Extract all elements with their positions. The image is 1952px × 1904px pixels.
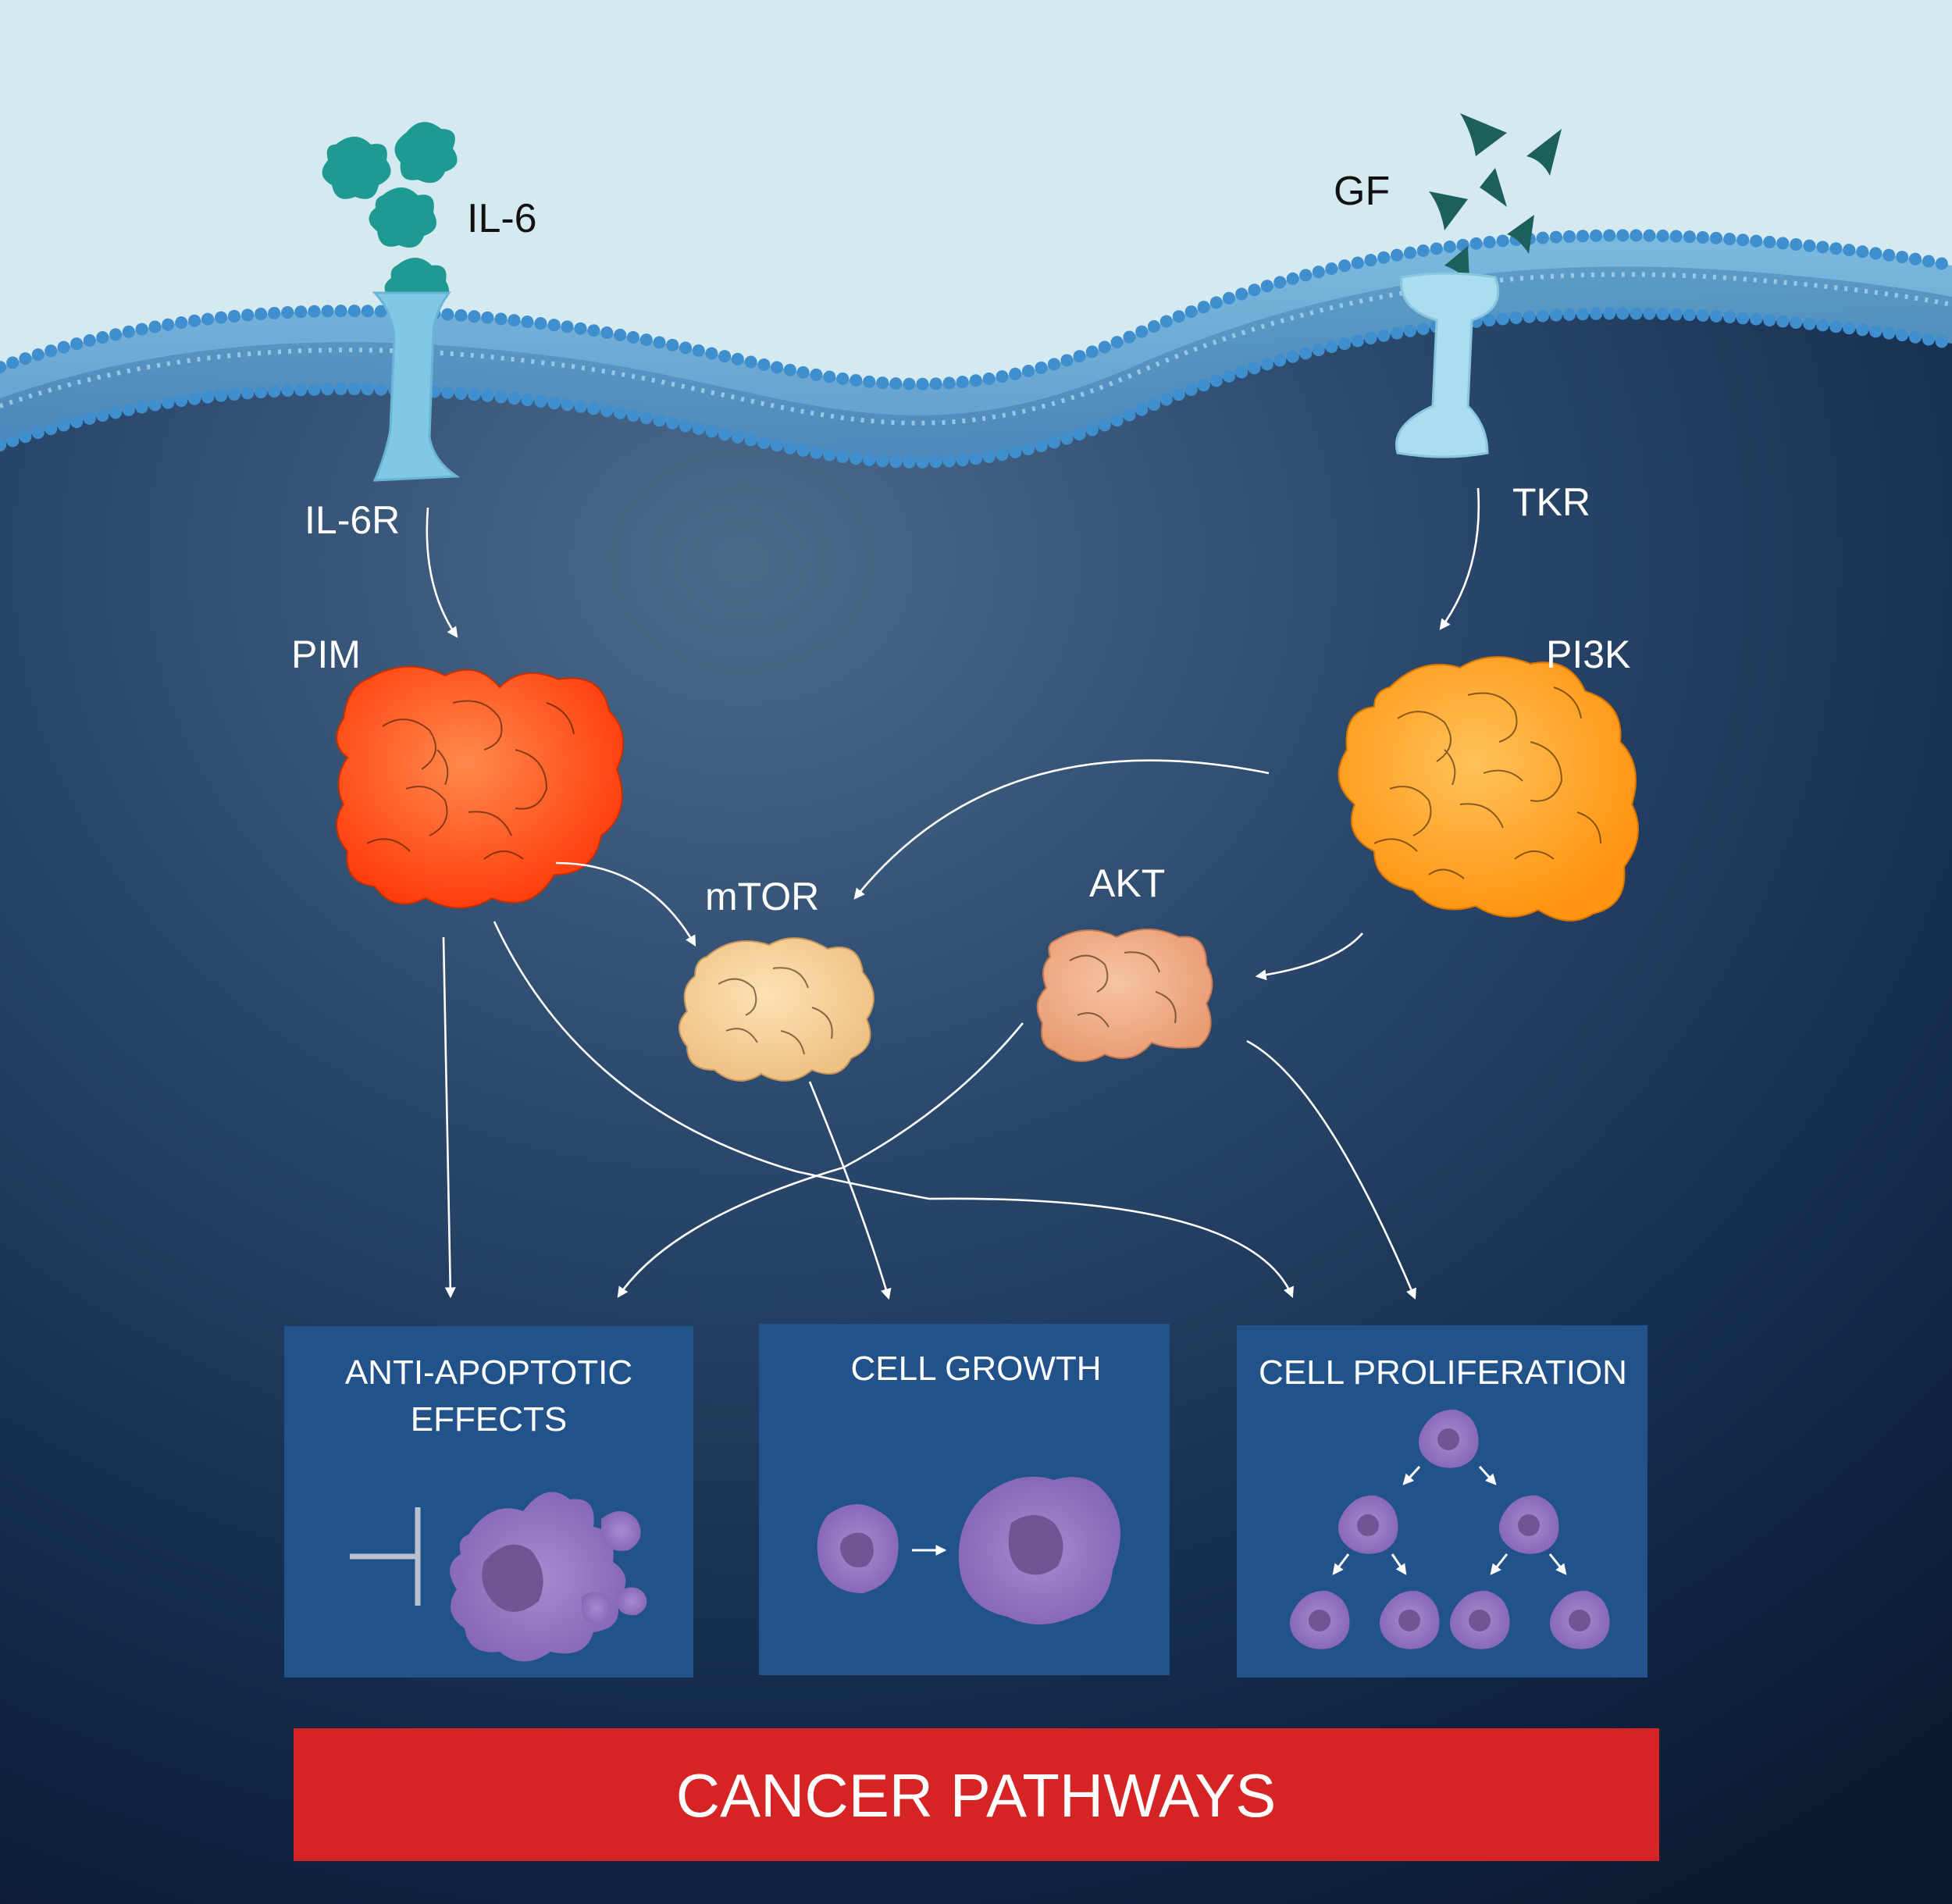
label-gf: GF [1334, 169, 1390, 214]
il6-receptor-shape [372, 291, 461, 482]
label-akt: AKT [1089, 861, 1165, 905]
arrow-mtor-to-cell-growth [808, 1081, 892, 1300]
label-tkr: TKR [1512, 480, 1590, 524]
gf-ligands [1429, 113, 1562, 281]
small-cell-nucleus [840, 1532, 874, 1568]
arrow-tkr-to-pi3k [1439, 487, 1480, 630]
outcome-cell-growth: CELL GROWTH [759, 1324, 1170, 1675]
apoptotic-nucleus [482, 1544, 543, 1612]
arrow-pim-to-proliferation [493, 921, 1294, 1299]
label-il6r: IL-6R [305, 498, 400, 542]
cell-gen3 [1379, 1590, 1440, 1649]
arrow-pi3k-to-mtor [853, 759, 1270, 900]
dividing-cells [1289, 1409, 1610, 1649]
label-mtor: mTOR [705, 875, 819, 918]
outcome-cell-proliferation: CELL PROLIFERATION [1237, 1325, 1647, 1678]
cancer-pathways-banner [294, 1728, 1659, 1861]
tkr-receptor-shape [1395, 272, 1500, 458]
label-pim: PIM [291, 633, 361, 676]
cell-gen2 [1498, 1495, 1559, 1554]
arrow-pim-to-anti-apoptotic [442, 936, 456, 1299]
large-cell-nucleus [1008, 1515, 1063, 1575]
arrow-akt-to-proliferation [1246, 1039, 1416, 1300]
apoptotic-bleb [617, 1587, 647, 1616]
arrow-pim-to-mtor [555, 861, 696, 947]
pathway-arrows [426, 487, 1480, 1300]
cell-gen2 [1338, 1495, 1398, 1554]
membrane-outer-heads [0, 229, 1952, 390]
cell-proliferation-title: CELL PROLIFERATION [1259, 1353, 1627, 1392]
anti-apoptotic-title-line2: EFFECTS [411, 1400, 567, 1439]
anti-apoptotic-title-line1: ANTI-APOPTOTIC [345, 1353, 632, 1392]
label-pi3k: PI3K [1546, 633, 1630, 676]
cancer-pathways-title: CANCER PATHWAYS [676, 1761, 1277, 1830]
pim-protein [336, 665, 624, 909]
label-il6: IL-6 [467, 196, 537, 241]
arrow-pi3k-to-akt [1255, 932, 1363, 981]
cell-growth-title: CELL GROWTH [850, 1350, 1101, 1388]
mtor-protein [679, 937, 874, 1082]
inhibition-symbol [350, 1507, 421, 1606]
cell-gen3 [1449, 1590, 1510, 1649]
cell-gen3 [1289, 1590, 1350, 1649]
akt-protein [1036, 929, 1213, 1062]
arrow-il6r-to-pim [426, 507, 458, 638]
division-arrows [1332, 1465, 1567, 1575]
outcome-anti-apoptotic: ANTI-APOPTOTIC EFFECTS [284, 1326, 693, 1678]
membrane-inner-heads [0, 307, 1952, 469]
cell-gen3 [1549, 1590, 1610, 1649]
pi3k-protein [1338, 656, 1639, 922]
apoptotic-bleb [582, 1592, 611, 1624]
cell-gen1 [1418, 1409, 1479, 1468]
apoptotic-bleb [601, 1511, 641, 1551]
